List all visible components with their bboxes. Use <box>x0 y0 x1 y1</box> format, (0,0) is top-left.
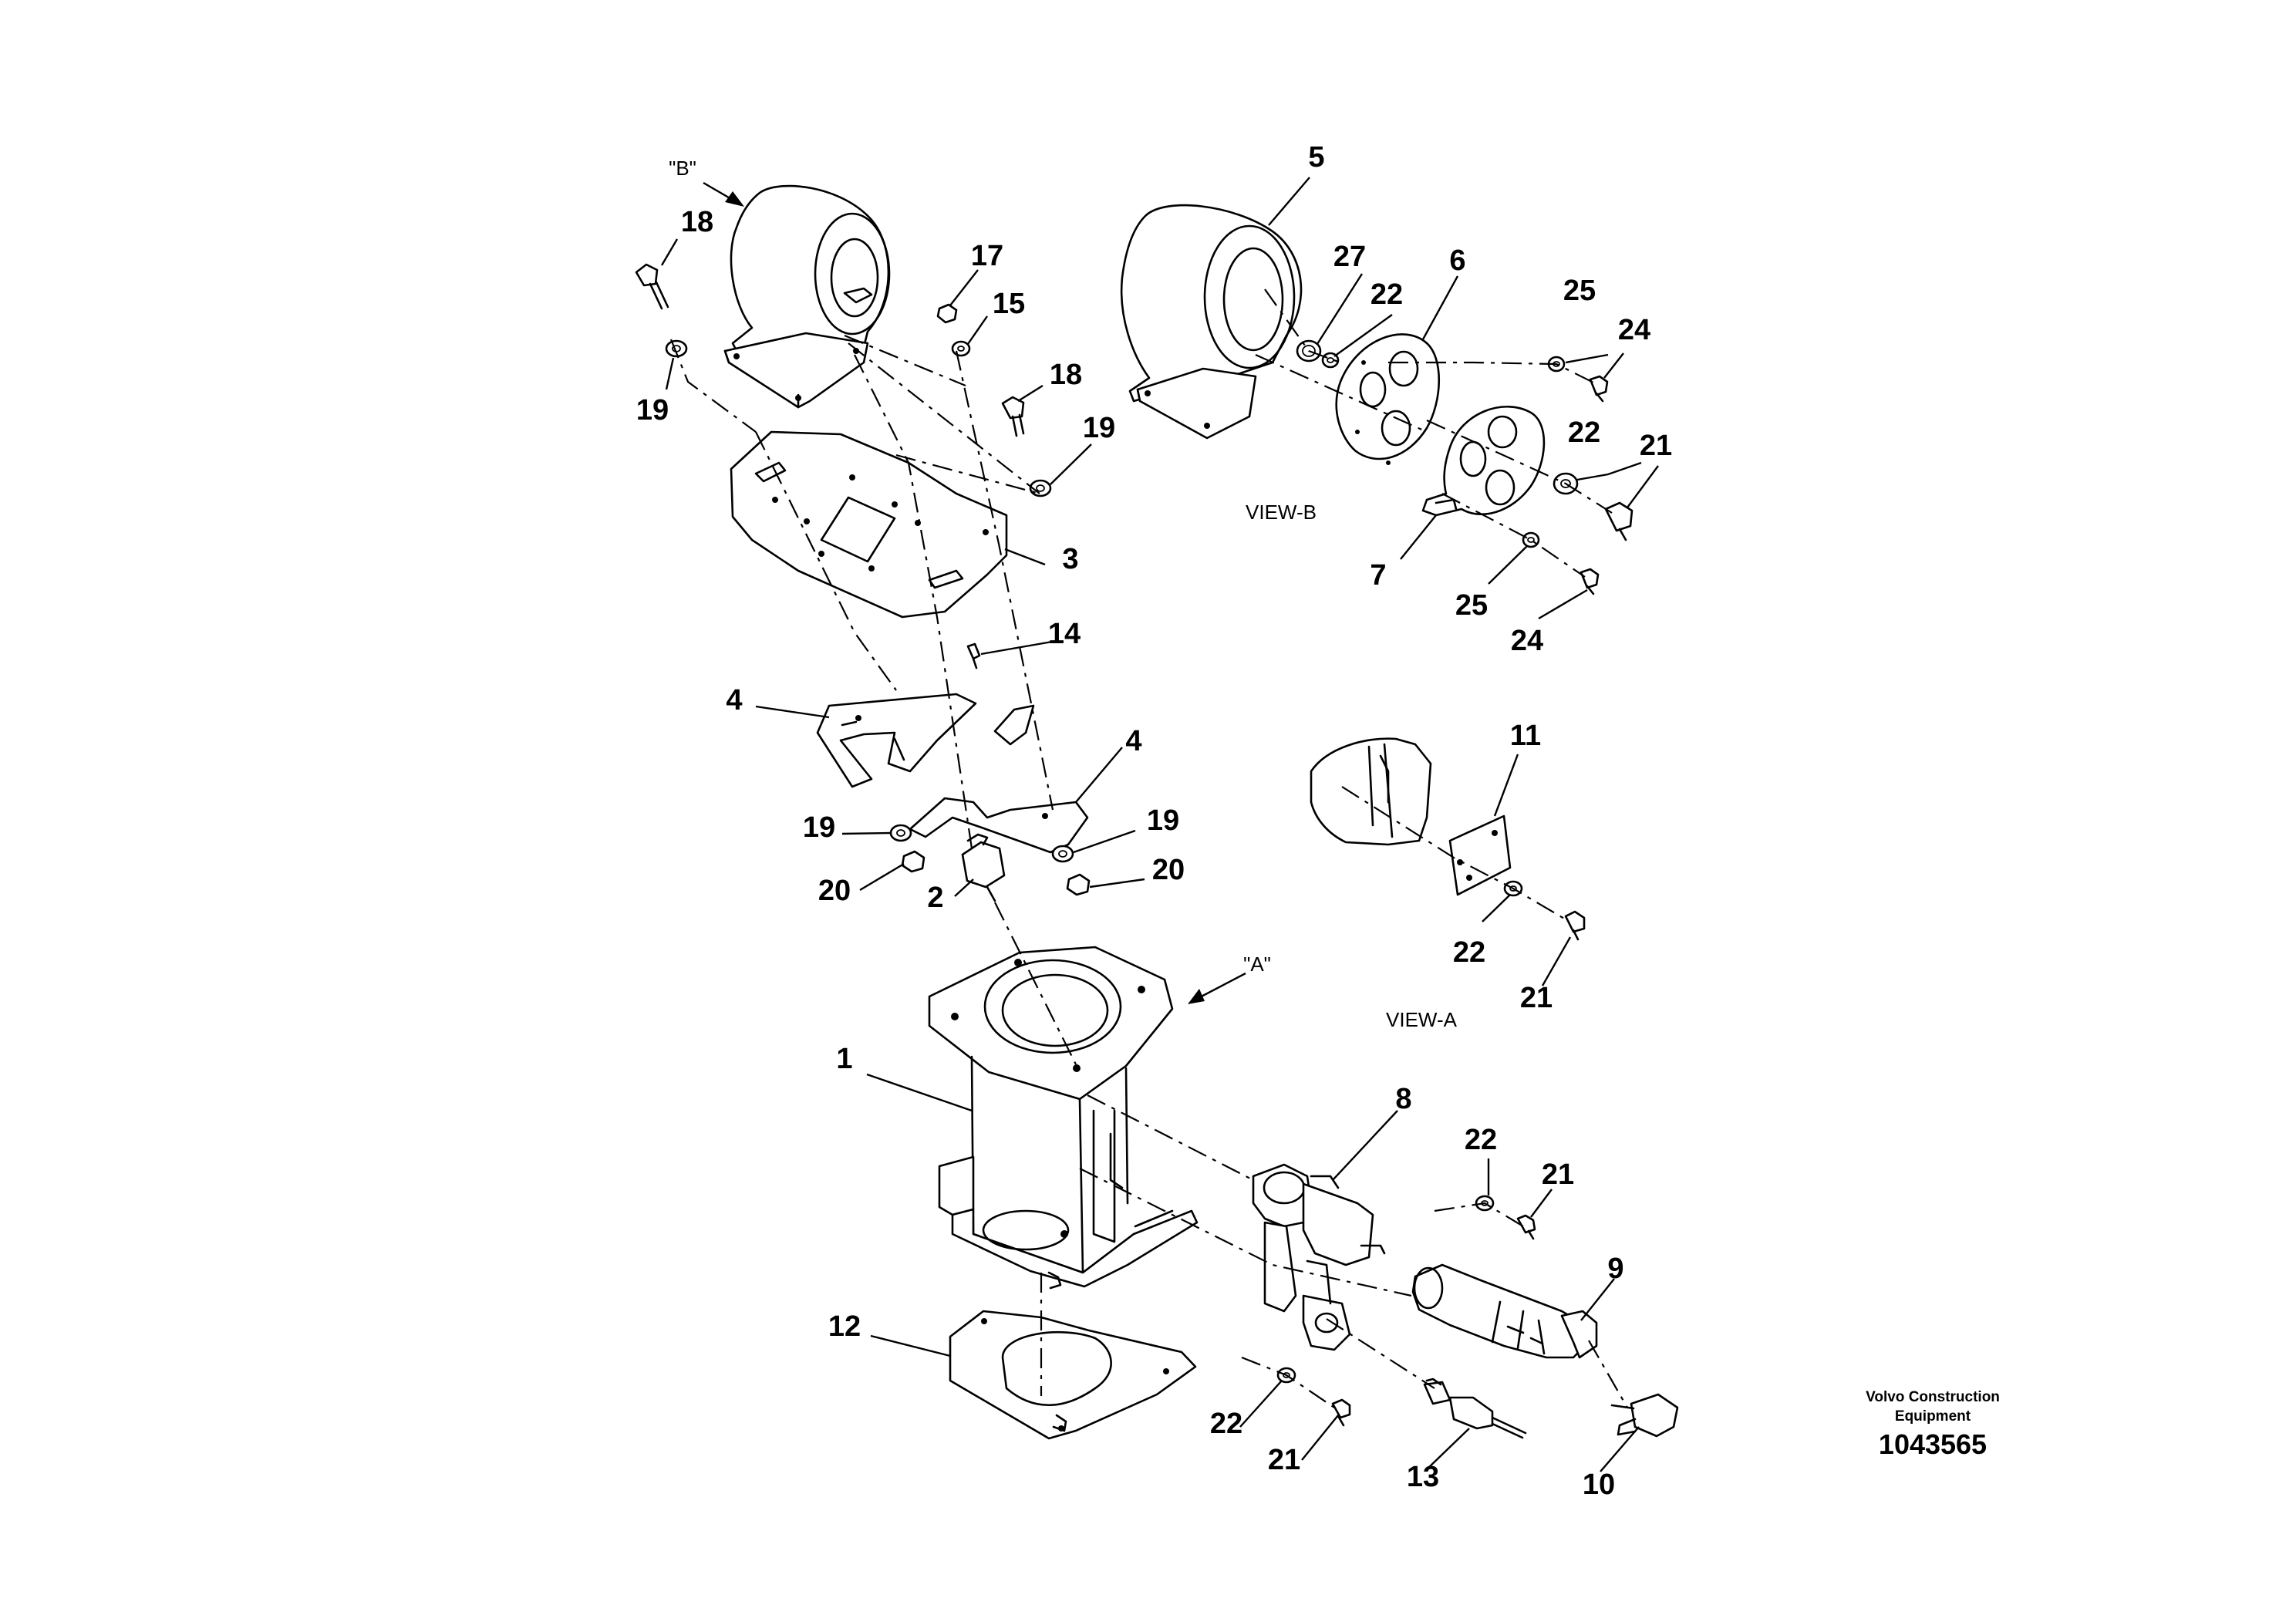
nut-17 <box>936 303 958 324</box>
washer-19-lower-right <box>1051 845 1074 863</box>
bracket-4-left <box>816 693 977 788</box>
callout-9: 9 <box>1607 1253 1623 1285</box>
callout-24-upper: 24 <box>1618 314 1650 346</box>
callout-4-right: 4 <box>1125 725 1141 757</box>
view-a-arrow <box>1188 972 1246 1004</box>
callout-14: 14 <box>1048 618 1081 650</box>
callout-19-upper-left: 19 <box>636 394 669 427</box>
view-a-label: VIEW-A <box>1386 1008 1458 1031</box>
callout-21-igniter-upper: 21 <box>1542 1158 1574 1191</box>
view-b-blower-housing-5 <box>1120 204 1303 440</box>
callout-18-left: 18 <box>681 206 713 238</box>
burner-housing-1 <box>928 946 1199 1290</box>
callout-19-upper-right: 19 <box>1083 412 1115 444</box>
view-a-arrow-label: "A" <box>1243 953 1271 976</box>
callout-19-lower-right: 19 <box>1147 804 1179 837</box>
gasket-12 <box>949 1310 1197 1440</box>
plate-6 <box>1335 333 1441 465</box>
brand-line-1: Volvo Construction <box>1866 1389 2000 1405</box>
callout-1: 1 <box>836 1043 852 1075</box>
callout-11: 11 <box>1510 720 1541 752</box>
assembly-lines <box>669 288 1628 1408</box>
callout-3: 3 <box>1062 543 1078 575</box>
callout-22-view-a: 22 <box>1453 936 1485 969</box>
callout-21-view-b: 21 <box>1640 430 1672 462</box>
callout-19-lower-left: 19 <box>803 811 835 844</box>
bolt-14 <box>966 642 981 669</box>
washer-25-lower <box>1522 531 1540 548</box>
view-b-label: VIEW-B <box>1246 501 1317 524</box>
view-b-arrow-label: "B" <box>669 157 696 180</box>
callout-18-right: 18 <box>1050 359 1082 391</box>
callouts: 1 2 3 4 4 5 6 7 8 9 10 11 12 13 14 15 17… <box>636 141 1672 1501</box>
callout-22-view-b-lower: 22 <box>1568 416 1600 449</box>
blower-housing-upper <box>723 184 891 409</box>
callout-22-view-b-upper: 22 <box>1371 278 1403 311</box>
callout-25-lower: 25 <box>1455 589 1488 622</box>
nut-20-right <box>1066 873 1091 896</box>
callout-10: 10 <box>1583 1469 1615 1501</box>
callout-4-left: 4 <box>726 684 742 717</box>
washer-19-lower-left <box>889 824 912 842</box>
callout-24-lower: 24 <box>1511 625 1543 657</box>
callout-20-right: 20 <box>1152 854 1185 886</box>
leader-lines <box>660 177 1659 1472</box>
nozzle-holder-9 <box>1411 1263 1598 1359</box>
view-a-housing-fragment <box>1310 737 1432 846</box>
callout-7: 7 <box>1370 559 1386 592</box>
screw-24-upper <box>1589 375 1609 403</box>
callout-17: 17 <box>971 240 1003 272</box>
callout-8: 8 <box>1395 1083 1411 1115</box>
nozzle-fitting-10 <box>1610 1393 1679 1438</box>
callout-22-igniter-lower: 22 <box>1210 1408 1242 1440</box>
callout-12: 12 <box>828 1310 861 1343</box>
plate-7 <box>1421 406 1546 517</box>
callout-6: 6 <box>1449 244 1465 277</box>
screw-21-view-a <box>1564 910 1586 941</box>
title-block: Volvo Construction Equipment 1043565 <box>1866 1389 2000 1460</box>
callout-13: 13 <box>1407 1461 1439 1493</box>
callout-21-igniter-lower: 21 <box>1268 1444 1300 1476</box>
callout-20-left: 20 <box>818 875 851 907</box>
callout-27: 27 <box>1333 241 1366 273</box>
callout-25-upper: 25 <box>1563 275 1596 307</box>
mounting-plate-3 <box>730 430 1008 619</box>
nut-20-left <box>901 850 925 873</box>
callout-2: 2 <box>927 882 943 914</box>
spacer-2 <box>961 833 1006 902</box>
callout-21-view-a: 21 <box>1520 982 1553 1014</box>
screw-18-upper-left <box>635 263 669 310</box>
bracket-4-right <box>909 704 1089 854</box>
document-number: 1043565 <box>1879 1428 1987 1460</box>
screw-21-upper-igniter <box>1516 1214 1536 1240</box>
callout-5: 5 <box>1308 141 1324 174</box>
view-b-arrow <box>703 181 744 207</box>
screw-18-right <box>1001 396 1025 437</box>
washer-15 <box>951 340 971 357</box>
igniter-bracket-8 <box>1252 1163 1386 1351</box>
screw-24-lower <box>1580 568 1600 595</box>
electrode-13 <box>1423 1378 1527 1439</box>
screw-21-view-b <box>1604 501 1633 541</box>
callout-15: 15 <box>993 288 1025 320</box>
screw-21-lower-igniter <box>1331 1398 1351 1427</box>
callout-22-igniter-upper: 22 <box>1465 1124 1497 1156</box>
cover-plate-11 <box>1448 814 1512 896</box>
brand-line-2: Equipment <box>1895 1408 1971 1425</box>
